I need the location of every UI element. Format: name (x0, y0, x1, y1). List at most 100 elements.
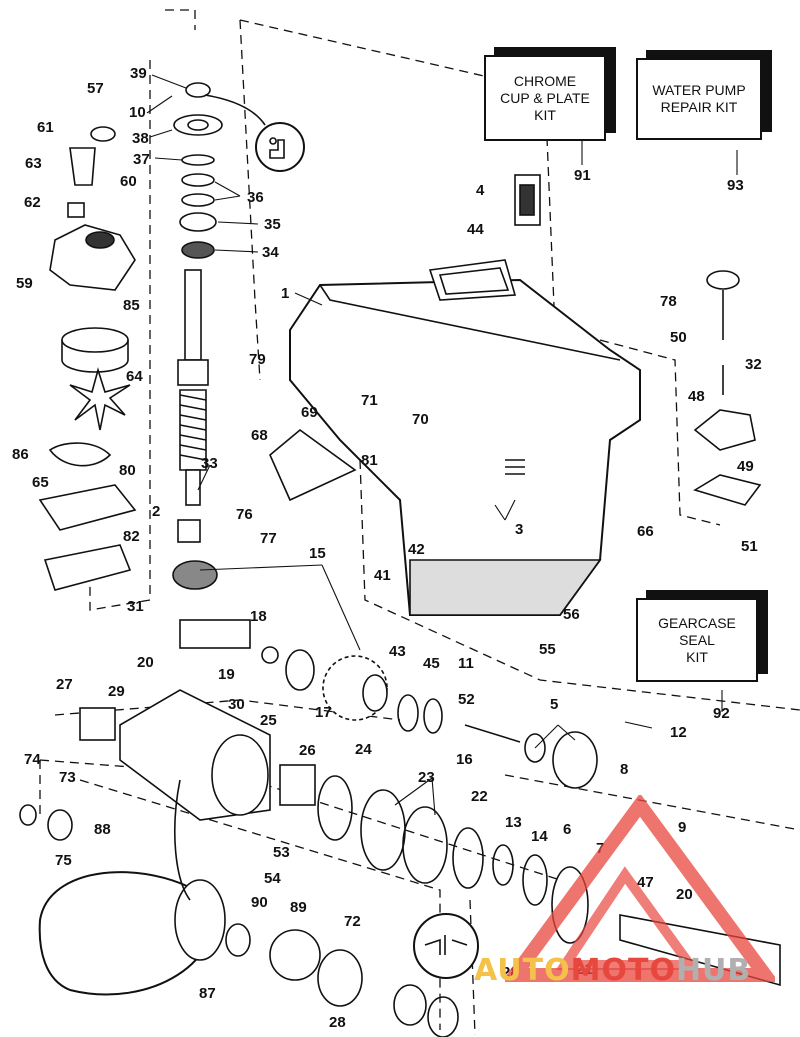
part-number: 34 (262, 244, 279, 261)
part-number: 12 (670, 724, 687, 741)
part-number: 77 (260, 530, 277, 547)
part-number: 43 (389, 643, 406, 660)
kit-label-line: GEARCASE (658, 614, 736, 631)
part-number: 50 (670, 329, 687, 346)
part-number: 49 (737, 458, 754, 475)
part-number: 23 (418, 769, 435, 786)
part-number: 56 (563, 606, 580, 623)
part-number: 52 (458, 691, 475, 708)
part-number: 3 (515, 521, 524, 538)
watermark-text: AUTOMOTOHUB (474, 953, 752, 988)
part-number: 38 (132, 130, 149, 147)
part-number: 32 (745, 356, 762, 373)
kit-label-line: REPAIR KIT (660, 99, 738, 115)
part-number: 16 (456, 751, 473, 768)
part-number: 30 (228, 696, 245, 713)
part-number: 29 (108, 683, 125, 700)
part-number: 65 (32, 474, 49, 491)
part-number: 82 (123, 528, 140, 545)
part-number: 71 (361, 392, 378, 409)
part-number: 59 (16, 275, 33, 292)
part-number: 86 (12, 446, 29, 463)
part-number: 70 (412, 411, 429, 428)
part-number: 39 (130, 65, 147, 82)
part-number: 28 (329, 1014, 346, 1031)
part-number: 89 (290, 899, 307, 916)
part-number: 31 (127, 598, 144, 615)
part-number: 88 (94, 821, 111, 838)
part-number: 20 (676, 886, 693, 903)
part-number: 76 (236, 506, 253, 523)
part-number: 6 (563, 821, 572, 838)
part-number: 87 (199, 985, 216, 1002)
part-number: 51 (741, 538, 758, 555)
part-number: 73 (59, 769, 76, 786)
kit-label-line: CHROME (513, 72, 577, 89)
part-number: 9 (678, 819, 687, 836)
part-number: 20 (137, 654, 154, 671)
part-number: 4 (476, 182, 485, 199)
part-number: 45 (423, 655, 440, 672)
part-number: 81 (361, 452, 378, 469)
lower-gear-parts (19, 428, 781, 1037)
part-number: 27 (56, 676, 73, 693)
gearcase-housing (289, 174, 641, 616)
part-number: 18 (250, 608, 267, 625)
part-number: 36 (247, 189, 264, 206)
kit-label-line: WATER PUMP (652, 82, 746, 98)
water-pump-parts (38, 126, 137, 591)
part-number: 5 (550, 696, 559, 713)
leader-lines (146, 74, 738, 816)
part-number: 15 (309, 545, 326, 562)
part-number: 79 (249, 351, 266, 368)
part-number: 78 (660, 293, 677, 310)
part-number: 47 (637, 874, 654, 891)
kit-label-line: SEAL (679, 631, 715, 648)
kit-number: 92 (713, 705, 730, 722)
part-number: 72 (344, 913, 361, 930)
part-number: 8 (620, 761, 629, 778)
part-number: 61 (37, 119, 54, 136)
part-number: 22 (471, 788, 488, 805)
part-number: 24 (355, 741, 372, 758)
kit-label-line: KIT (534, 106, 556, 123)
seal-stack (173, 82, 305, 259)
kit-label-line: CUP & PLATE (500, 89, 590, 106)
part-number: 55 (539, 641, 556, 658)
part-number: 69 (301, 404, 318, 421)
part-number: 1 (281, 285, 290, 302)
part-number: 26 (299, 742, 316, 759)
kit-number: 93 (727, 177, 744, 194)
part-number: 42 (408, 541, 425, 558)
part-number: 60 (120, 173, 137, 190)
part-number: 75 (55, 852, 72, 869)
part-number: 19 (218, 666, 235, 683)
part-number: 13 (505, 814, 522, 831)
part-number: 68 (251, 427, 268, 444)
part-number: 41 (374, 567, 391, 584)
kit-label-line: KIT (686, 648, 708, 665)
part-number: 17 (315, 704, 332, 721)
part-number: 62 (24, 194, 41, 211)
part-number: 2 (152, 503, 161, 520)
part-number: 80 (119, 462, 136, 479)
part-number: 48 (688, 388, 705, 405)
drive-shaft (177, 269, 209, 506)
part-number: 10 (129, 104, 146, 121)
kit-number: 91 (574, 167, 591, 184)
part-number: 37 (133, 151, 150, 168)
part-number: 74 (24, 751, 41, 768)
part-number: 14 (531, 828, 548, 845)
part-number: 64 (126, 368, 143, 385)
part-number: 54 (264, 870, 281, 887)
part-number: 57 (87, 80, 104, 97)
part-number: 25 (260, 712, 277, 729)
part-number: 90 (251, 894, 268, 911)
part-number: 11 (458, 655, 474, 672)
part-number: 66 (637, 523, 654, 540)
part-number: 33 (201, 455, 218, 472)
part-number: 53 (273, 844, 290, 861)
